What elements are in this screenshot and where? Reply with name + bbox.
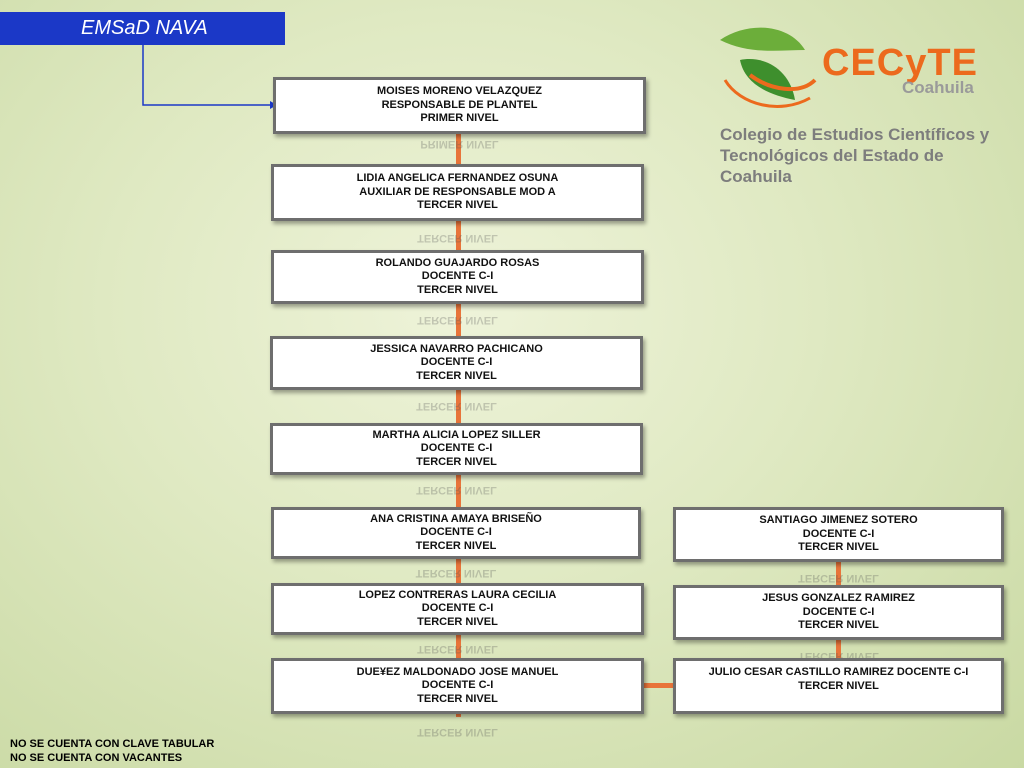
node-name: DUE¥EZ MALDONADO JOSE MANUEL xyxy=(356,665,559,678)
footer-note-1: NO SE CUENTA CON CLAVE TABULAR xyxy=(10,738,215,750)
node-reflection: TERCER NIVEL xyxy=(798,572,879,584)
org-node-docente: JULIO CESAR CASTILLO RAMIREZ DOCENTE C-I… xyxy=(673,658,1004,714)
node-name: MARTHA ALICIA LOPEZ SILLER xyxy=(372,428,541,441)
node-level: TERCER NIVEL xyxy=(416,455,497,468)
node-level: TERCER NIVEL xyxy=(417,283,498,296)
logo-subtitle-line1: Colegio de Estudios Científicos y xyxy=(720,125,990,144)
leaf-logo-icon xyxy=(720,27,817,108)
node-name: SANTIAGO JIMENEZ SOTERO xyxy=(759,514,918,527)
node-level: TERCER NIVEL xyxy=(416,369,497,382)
org-node-docente: JESUS GONZALEZ RAMIREZ DOCENTE C-I TERCE… xyxy=(673,585,1004,640)
org-node-docente: SANTIAGO JIMENEZ SOTERO DOCENTE C-I TERC… xyxy=(673,507,1004,562)
cecyte-logo: CECyTE Coahuila Colegio de Estudios Cien… xyxy=(710,20,1010,186)
org-node-auxiliar: LIDIA ANGELICA FERNANDEZ OSUNA AUXILIAR … xyxy=(271,164,644,221)
org-node-docente: DUE¥EZ MALDONADO JOSE MANUEL DOCENTE C-I… xyxy=(271,658,644,714)
node-level: TERCER NIVEL xyxy=(417,199,498,212)
node-role: DOCENTE C-I xyxy=(421,602,494,615)
logo-subtitle: Colegio de Estudios Científicos y Tecnol… xyxy=(720,124,1010,187)
node-role: DOCENTE C-I xyxy=(420,526,492,539)
org-unit-title: EMSaD NAVA xyxy=(0,12,285,45)
node-reflection: TERCER NIVEL xyxy=(416,484,497,496)
node-reflection: TERCER NIVEL xyxy=(415,567,497,579)
footer-notes: NO SE CUENTA CON CLAVE TABULAR NO SE CUE… xyxy=(10,737,214,765)
node-role: DOCENTE C-I xyxy=(420,442,493,455)
org-node-docente: MARTHA ALICIA LOPEZ SILLER DOCENTE C-I T… xyxy=(270,423,643,475)
node-level: TERCER NIVEL xyxy=(417,615,498,628)
org-unit-title-text: EMSaD NAVA xyxy=(81,17,208,39)
node-name: JESSICA NAVARRO PACHICANO xyxy=(370,342,543,355)
node-level: PRIMER NIVEL xyxy=(420,112,499,125)
node-level: TERCER NIVEL xyxy=(798,541,879,554)
node-reflection: TERCER NIVEL xyxy=(417,643,498,655)
node-name: ANA CRISTINA AMAYA BRISEÑO xyxy=(370,512,542,525)
node-reflection: PRIMER NIVEL xyxy=(420,138,499,150)
node-name: JESUS GONZALEZ RAMIREZ xyxy=(762,592,915,605)
org-node-docente: ANA CRISTINA AMAYA BRISEÑO DOCENTE C-I T… xyxy=(271,507,641,559)
org-node-docente: LOPEZ CONTRERAS LAURA CECILIA DOCENTE C-… xyxy=(271,583,644,635)
node-level: TERCER NIVEL xyxy=(798,679,879,692)
logo-subtitle-line2: Tecnológicos del Estado de Coahuila xyxy=(720,146,944,186)
logo-brand: CECyTE xyxy=(822,42,978,84)
node-name: LOPEZ CONTRERAS LAURA CECILIA xyxy=(358,588,557,601)
node-role: RESPONSABLE DE PLANTEL xyxy=(381,98,538,111)
node-reflection: TERCER NIVEL xyxy=(417,314,498,326)
org-node-responsable: MOISES MORENO VELAZQUEZ RESPONSABLE DE P… xyxy=(273,77,646,134)
node-role: AUXILIAR DE RESPONSABLE MOD A xyxy=(359,185,556,198)
node-level: TERCER NIVEL xyxy=(798,619,879,632)
node-role: DOCENTE C-I xyxy=(802,527,875,540)
node-role: DOCENTE C-I xyxy=(421,679,494,692)
node-reflection: TERCER NIVEL xyxy=(417,232,498,244)
node-role: DOCENTE C-I xyxy=(421,270,494,283)
org-node-docente: JESSICA NAVARRO PACHICANO DOCENTE C-I TE… xyxy=(270,336,643,390)
node-name: JULIO CESAR CASTILLO RAMIREZ DOCENTE C-I xyxy=(708,666,969,678)
node-reflection: TERCER NIVEL xyxy=(417,726,498,738)
node-name: LIDIA ANGELICA FERNANDEZ OSUNA xyxy=(356,172,559,185)
node-reflection: TERCER NIVEL xyxy=(416,400,497,412)
node-role: DOCENTE C-I xyxy=(802,605,875,618)
node-role: DOCENTE C-I xyxy=(420,356,493,369)
node-name: ROLANDO GUAJARDO ROSAS xyxy=(375,256,540,269)
org-node-docente: ROLANDO GUAJARDO ROSAS DOCENTE C-I TERCE… xyxy=(271,250,644,304)
node-level: TERCER NIVEL xyxy=(417,692,498,705)
footer-note-2: NO SE CUENTA CON VACANTES xyxy=(10,752,183,764)
node-level: TERCER NIVEL xyxy=(415,539,497,552)
node-name: MOISES MORENO VELAZQUEZ xyxy=(376,85,542,98)
logo-region: Coahuila xyxy=(902,78,974,97)
